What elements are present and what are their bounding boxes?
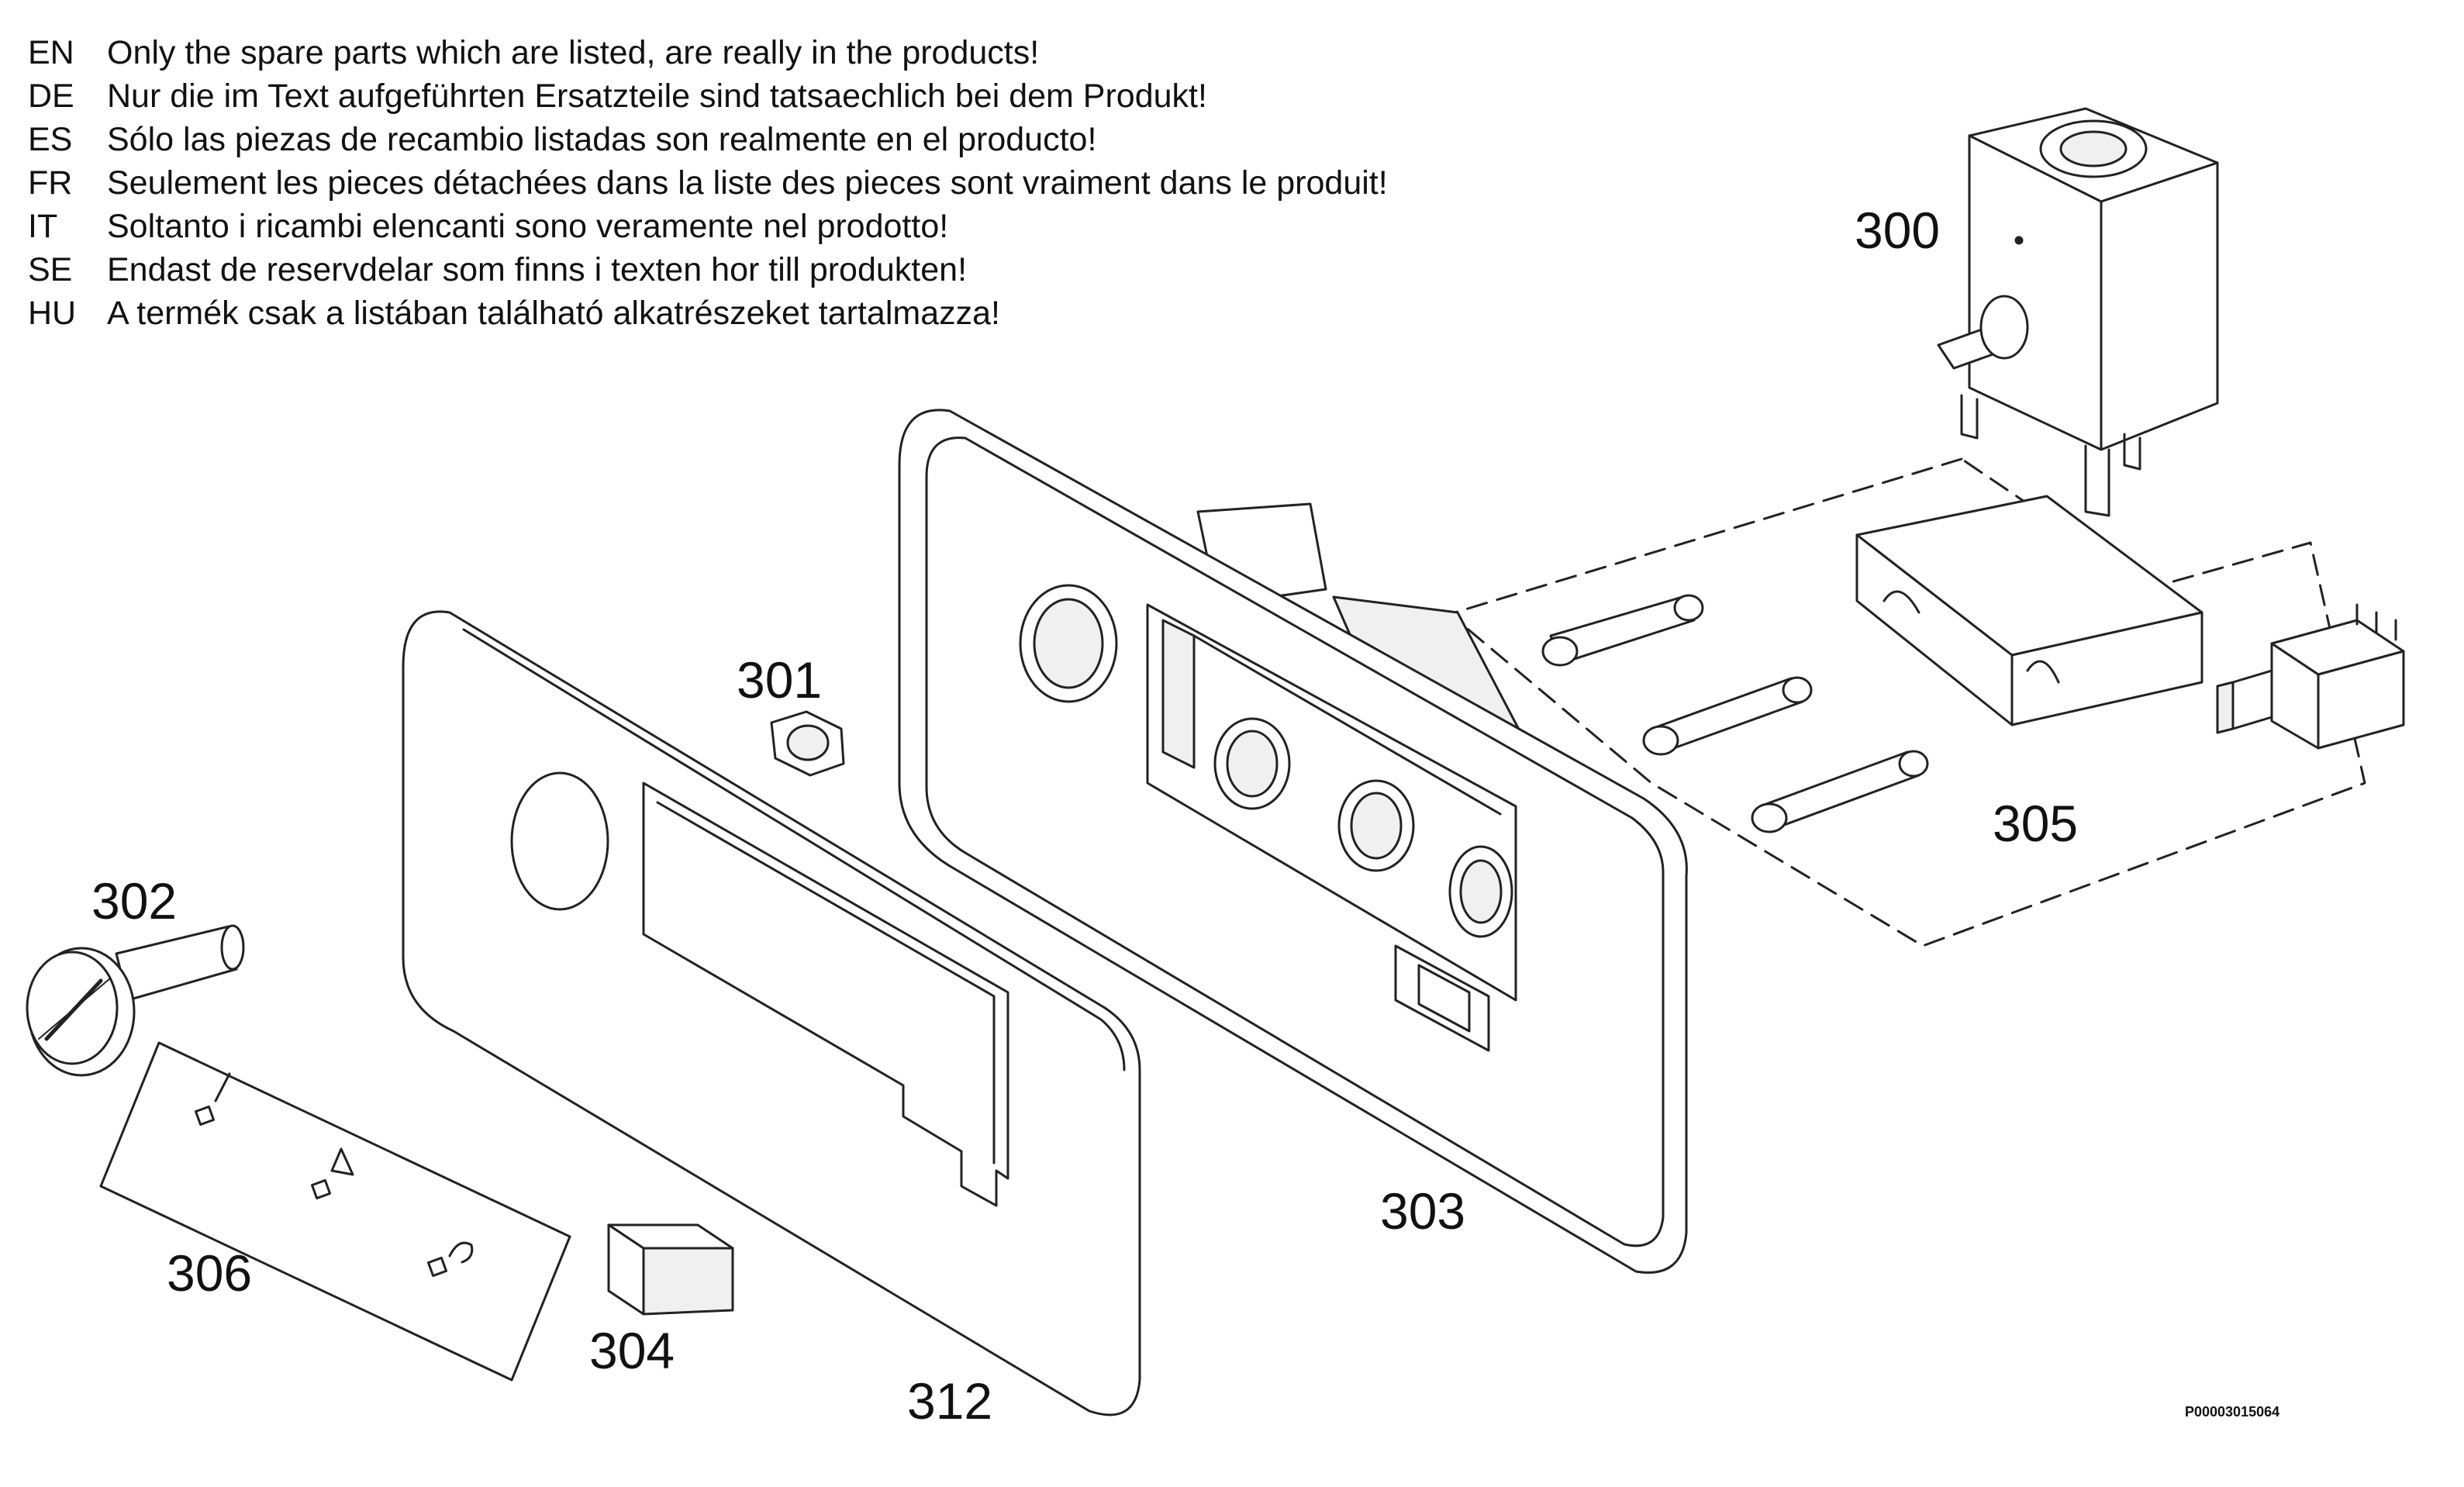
rotary-knob-302 [26, 924, 245, 1077]
lamp-pin-305-a [1541, 594, 1704, 667]
callout-305: 305 [1993, 795, 2078, 852]
notice-line-fr: FR Seulement les pieces détachées dans la… [28, 161, 1388, 205]
callout-301: 301 [737, 651, 822, 709]
small-block-304 [607, 1223, 734, 1316]
notice-text: Nur die im Text aufgeführten Ersatzteile… [107, 78, 1207, 115]
notice-text: Sólo las piezas de recambio listadas son… [107, 121, 1097, 158]
callout-312: 312 [907, 1372, 992, 1430]
notice-text: Seulement les pieces détachées dans la l… [107, 164, 1388, 202]
callout-303: 303 [1380, 1182, 1465, 1240]
symbol-label-306 [99, 1041, 571, 1382]
callout-304: 304 [589, 1322, 675, 1379]
notice-text: Soltanto i ricambi elencanti sono verame… [107, 208, 949, 245]
lamp-pin-305-b [1642, 676, 1813, 756]
language-code: EN [28, 34, 74, 71]
notice-line-en: EN Only the spare parts which are listed,… [28, 31, 1388, 74]
control-housing-303 [898, 409, 1688, 1274]
notice-line-de: DE Nur die im Text aufgeführten Ersatztei… [28, 74, 1388, 118]
multilingual-notice: EN Only the spare parts which are listed,… [28, 31, 1388, 335]
lamp-pin-305-c [1751, 750, 1929, 833]
notice-line-it: IT Soltanto i ricambi elencanti sono vera… [28, 205, 1388, 248]
callout-302: 302 [91, 872, 177, 930]
warning-triangle-symbol [310, 1147, 354, 1200]
callout-306: 306 [167, 1244, 252, 1302]
notice-text: Only the spare parts which are listed, a… [107, 34, 1040, 71]
language-code: ES [28, 121, 73, 158]
language-code: SE [28, 251, 73, 288]
push-switch-305 [2216, 603, 2405, 750]
callout-300: 300 [1855, 202, 1940, 259]
kit-boundary-305 [1448, 457, 2366, 947]
hex-nut-301 [770, 710, 845, 777]
notice-text: Endast de reservdelar som finns i texten… [107, 251, 968, 288]
language-code: IT [28, 208, 58, 245]
power-symbol [194, 1072, 231, 1126]
notice-line-es: ES Sólo las piezas de recambio listadas s… [28, 118, 1388, 161]
language-code: FR [28, 164, 73, 202]
document-id: P00003015064 [2185, 1404, 2280, 1420]
block-part-305 [1855, 495, 2203, 726]
language-code: DE [28, 78, 74, 115]
notice-line-se: SE Endast de reservdelar som finns i text… [28, 248, 1388, 292]
language-code: HU [28, 295, 77, 332]
notice-text: A termék csak a listában található alkat… [107, 295, 1000, 332]
solenoid-valve-300 [1937, 107, 2219, 517]
notice-line-hu: HU A termék csak a listában található alk… [28, 292, 1388, 335]
cycle-symbol [426, 1241, 474, 1278]
front-panel-312 [402, 610, 1141, 1416]
